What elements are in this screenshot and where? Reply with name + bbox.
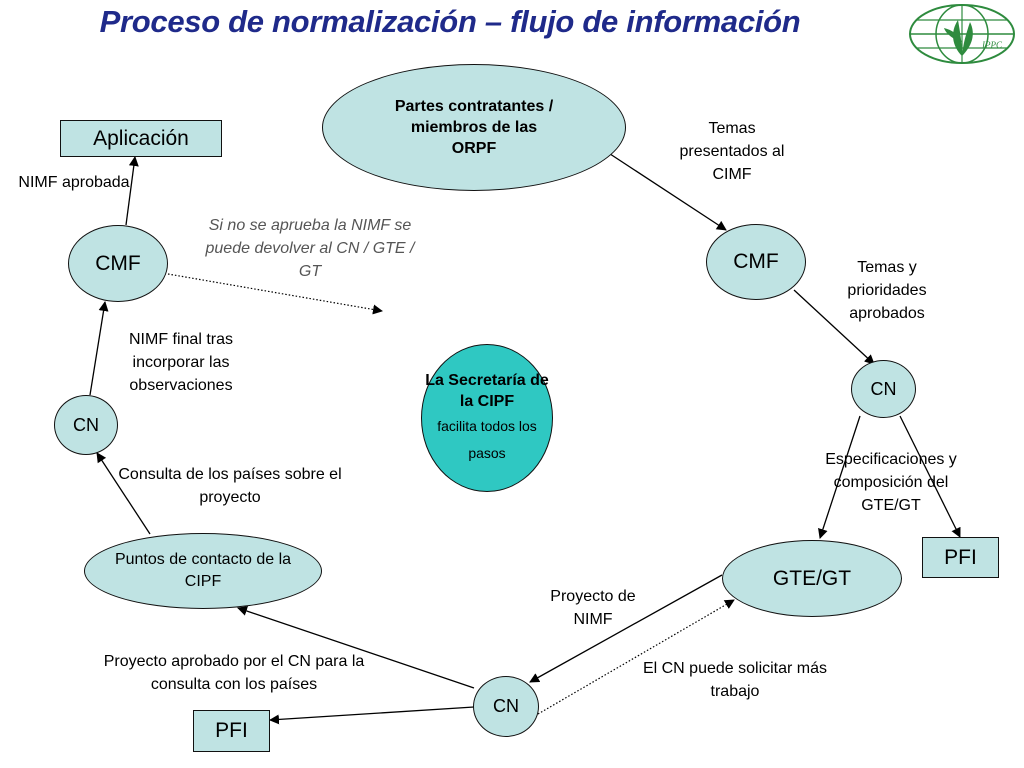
arrow-cmf-to-cn (793, 289, 875, 365)
gte-gt-label: GTE/GT (772, 566, 852, 590)
arrow-cn-to-pfi (899, 415, 961, 538)
secretaria-node: La Secretaría de la CIPF facilita todos … (421, 344, 553, 492)
label-cn-solicitar: El CN puede solicitar más trabajo (642, 660, 828, 700)
arrow-cn-to-gte (818, 415, 861, 539)
arrow-cmf-to-aplicacion (125, 156, 139, 226)
arrow-cn-to-cmf (89, 301, 109, 396)
cmf-node-right: CMF (706, 224, 806, 300)
cn-node-right: CN (851, 360, 916, 418)
label-si-no-aprueba: Si no se aprueba la NIMF se puede devolv… (205, 217, 415, 280)
logo-text: IPPC (981, 40, 1003, 50)
pfi-bottom-label: PFI (215, 719, 248, 742)
secretaria-title: La Secretaría de la CIPF (425, 371, 549, 410)
label-proyecto-aprobado: Proyecto aprobado por el CN para la cons… (103, 653, 365, 693)
label-temas-prioridades: Temas y prioridades aprobados (847, 259, 927, 322)
label-especificaciones: Especificaciones y composición del GTE/G… (825, 451, 957, 514)
label-consulta-paises: Consulta de los países sobre el proyecto (118, 466, 342, 506)
label-nimf-final: NIMF final tras incorporar las observaci… (128, 331, 233, 394)
pfi-box-right: PFI (922, 537, 999, 578)
arrow-puntos-to-cn (96, 452, 151, 535)
cmf-left-label: CMF (95, 251, 141, 275)
label-nimf-aprobada: NIMF aprobada (18, 174, 130, 191)
pfi-right-label: PFI (944, 545, 977, 569)
secretaria-subtitle: facilita todos los pasos (437, 417, 537, 461)
arrow-cn-to-pfi-bottom (269, 706, 475, 725)
partes-contratantes-label: Partes contratantes / miembros de las OR… (394, 98, 554, 157)
aplicacion-box: Aplicación (60, 120, 222, 157)
arrow-cn-to-gte-dotted (537, 599, 735, 715)
arrow-cn-to-puntos (237, 606, 475, 689)
arrow-cmf-return-dotted (167, 273, 383, 315)
partes-contratantes-node: Partes contratantes / miembros de las OR… (322, 64, 626, 191)
label-proyecto-nimf: Proyecto de NIMF (550, 588, 636, 628)
label-temas-presentados: Temas presentados al CIMF (679, 120, 785, 183)
arrow-partes-to-cmf (603, 149, 727, 231)
cmf-node-left: CMF (68, 225, 168, 302)
arrow-gte-to-cn (529, 574, 723, 683)
puntos-contacto-node: Puntos de contacto de la CIPF (84, 533, 322, 609)
cn-right-label: CN (870, 378, 897, 399)
cn-left-label: CN (73, 414, 99, 435)
puntos-contacto-label: Puntos de contacto de la CIPF (114, 551, 292, 590)
ippc-logo-icon: IPPC (909, 4, 1015, 64)
cn-node-left: CN (54, 395, 118, 455)
pfi-box-bottom: PFI (193, 710, 270, 752)
cn-node-bottom: CN (473, 676, 539, 737)
aplicacion-label: Aplicación (93, 126, 189, 150)
cn-bottom-label: CN (493, 696, 519, 716)
page-title: Proceso de normalización – flujo de info… (99, 4, 801, 39)
gte-gt-node: GTE/GT (722, 540, 902, 617)
cmf-right-label: CMF (733, 250, 779, 273)
